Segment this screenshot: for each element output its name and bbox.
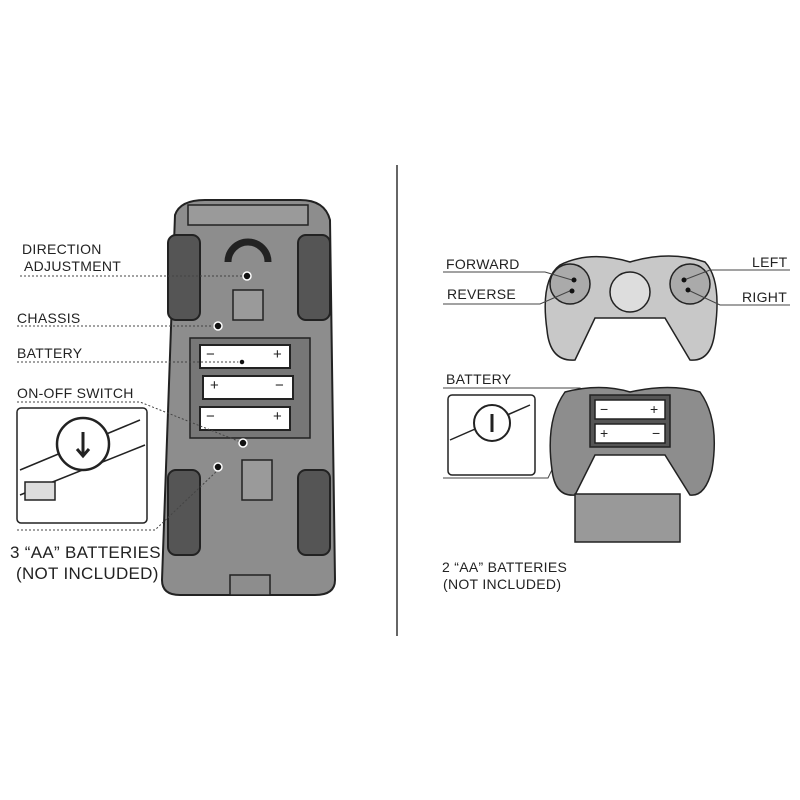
left-label: LEFT [752, 254, 788, 270]
battery-sign: + [273, 346, 283, 363]
remote-battery-note-2: (NOT INCLUDED) [443, 576, 562, 592]
battery-sign: − [600, 401, 609, 417]
on-off-switch-label: ON-OFF SWITCH [17, 385, 134, 401]
remote-battery-1 [594, 399, 666, 420]
battery-sign: + [210, 377, 220, 394]
car-battery-note: 3 “AA” BATTERIES [10, 543, 161, 562]
remote-battery-2 [594, 423, 666, 444]
wheel-rear-right [297, 469, 331, 556]
car-battery-3 [199, 406, 291, 431]
car-underside [160, 199, 337, 596]
switch-inset [16, 407, 148, 524]
remote-battery-note: 2 “AA” BATTERIES [442, 559, 568, 575]
remote-switch-inset [447, 394, 536, 476]
right-label: RIGHT [742, 289, 788, 305]
remote-front [544, 255, 718, 361]
battery-sign: − [652, 425, 661, 441]
forward-reverse-stick [549, 263, 591, 305]
car-battery-note-2: (NOT INCLUDED) [16, 564, 159, 583]
remote-back [549, 386, 716, 543]
direction-adjustment-label-2: ADJUSTMENT [24, 258, 122, 274]
battery-sign: + [650, 401, 659, 417]
battery-sign: − [275, 377, 285, 394]
wheel-rear-left [167, 469, 201, 556]
battery-sign: + [600, 425, 609, 441]
battery-sign: − [206, 346, 216, 363]
battery-sign: − [206, 408, 216, 425]
battery-sign: + [273, 408, 283, 425]
forward-label: FORWARD [446, 256, 520, 272]
wheel-front-left [167, 234, 201, 321]
wheel-front-right [297, 234, 331, 321]
chassis-label: CHASSIS [17, 310, 81, 326]
direction-adjustment-label: DIRECTION [22, 241, 102, 257]
battery-cover [574, 493, 681, 543]
reverse-label: REVERSE [447, 286, 517, 302]
direction-dial [224, 238, 272, 263]
car-battery-2 [202, 375, 294, 400]
remote-battery-label: BATTERY [446, 371, 512, 387]
car-leader-lines [17, 275, 247, 531]
battery-label: BATTERY [17, 345, 83, 361]
